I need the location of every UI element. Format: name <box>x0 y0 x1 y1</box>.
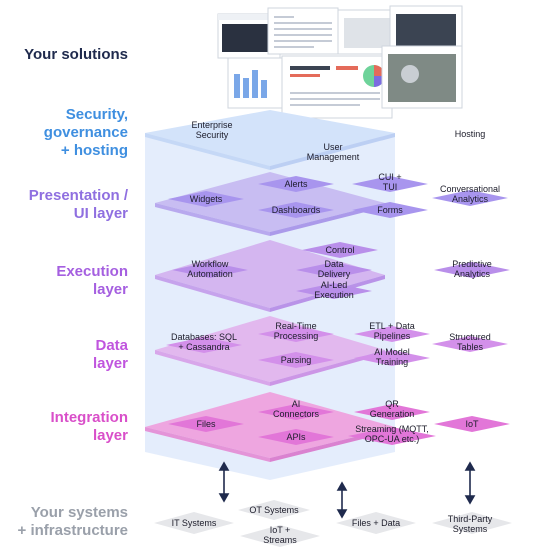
node-control: Control <box>325 245 354 255</box>
connection-arrows <box>218 461 476 519</box>
solution-screenshots <box>217 5 463 119</box>
node-third-party-tile <box>432 512 512 534</box>
node-streaming-tile <box>348 427 436 445</box>
label-your-solutions: Your solutions <box>24 46 128 63</box>
node-parsing: Parsing <box>281 355 312 365</box>
node-etl-tile <box>354 326 430 342</box>
node-databases-tile <box>166 337 242 353</box>
node-ai-model-tile <box>354 350 430 366</box>
node-iot-streams-tile <box>240 525 320 547</box>
security-layer-plane <box>145 110 395 170</box>
node-iot-tile <box>434 416 510 432</box>
label-security-layer: Security, governance + hosting <box>43 106 128 159</box>
label-your-systems: Your systems + infrastructure <box>17 504 128 539</box>
presentation-layer-plane <box>155 172 385 236</box>
node-workflow-tile <box>172 262 248 278</box>
node-files-plus-data: Files + Data <box>352 518 400 528</box>
node-dashboards-tile <box>258 202 334 218</box>
label-integration-layer: Integration layer <box>50 409 129 444</box>
label-data-layer: Data layer <box>92 337 128 372</box>
node-widgets: Widgets <box>190 194 223 204</box>
node-data-delivery-tile <box>296 262 372 278</box>
node-parsing-tile <box>258 352 334 368</box>
node-databases: Databases: SQL+ Cassandra <box>171 332 237 352</box>
node-conversational-tile <box>432 190 508 206</box>
node-apis: APIs <box>286 432 306 442</box>
node-files-tile <box>168 416 244 432</box>
node-streaming: Streaming (MQTT,OPC-UA etc.) <box>355 424 429 444</box>
node-iot-streams: IoT +Streams <box>263 525 297 545</box>
node-ai-connectors-tile <box>258 404 334 420</box>
node-widgets-tile <box>168 191 244 207</box>
node-forms: Forms <box>377 205 403 215</box>
node-cui-tui: CUI +TUI <box>378 172 401 192</box>
label-execution-layer: Execution layer <box>56 263 128 298</box>
node-ot-systems: OT Systems <box>249 505 299 515</box>
node-hosting: Hosting <box>455 129 486 139</box>
node-realtime-tile <box>258 326 334 342</box>
node-iot: IoT <box>465 419 479 429</box>
node-predictive-tile <box>434 262 510 278</box>
label-presentation-layer: Presentation / UI layer <box>28 187 128 222</box>
node-structured-tile <box>432 336 508 352</box>
systems-layer <box>154 500 512 547</box>
node-dashboards: Dashboards <box>272 205 321 215</box>
node-qr-tile <box>354 404 430 420</box>
node-cui-tile <box>352 176 428 192</box>
node-alerts: Alerts <box>284 179 308 189</box>
data-layer-plane <box>155 316 385 386</box>
node-files: Files <box>196 419 216 429</box>
node-ot-systems-tile <box>238 500 310 520</box>
node-it-systems-tile <box>154 512 234 534</box>
node-control-tile <box>302 242 378 258</box>
node-alerts-tile <box>258 176 334 192</box>
node-forms-tile <box>352 202 428 218</box>
node-ai-led-tile <box>296 283 372 299</box>
node-it-systems: IT Systems <box>172 518 217 528</box>
node-apis-tile <box>258 429 334 445</box>
node-files-data-tile <box>336 512 416 534</box>
